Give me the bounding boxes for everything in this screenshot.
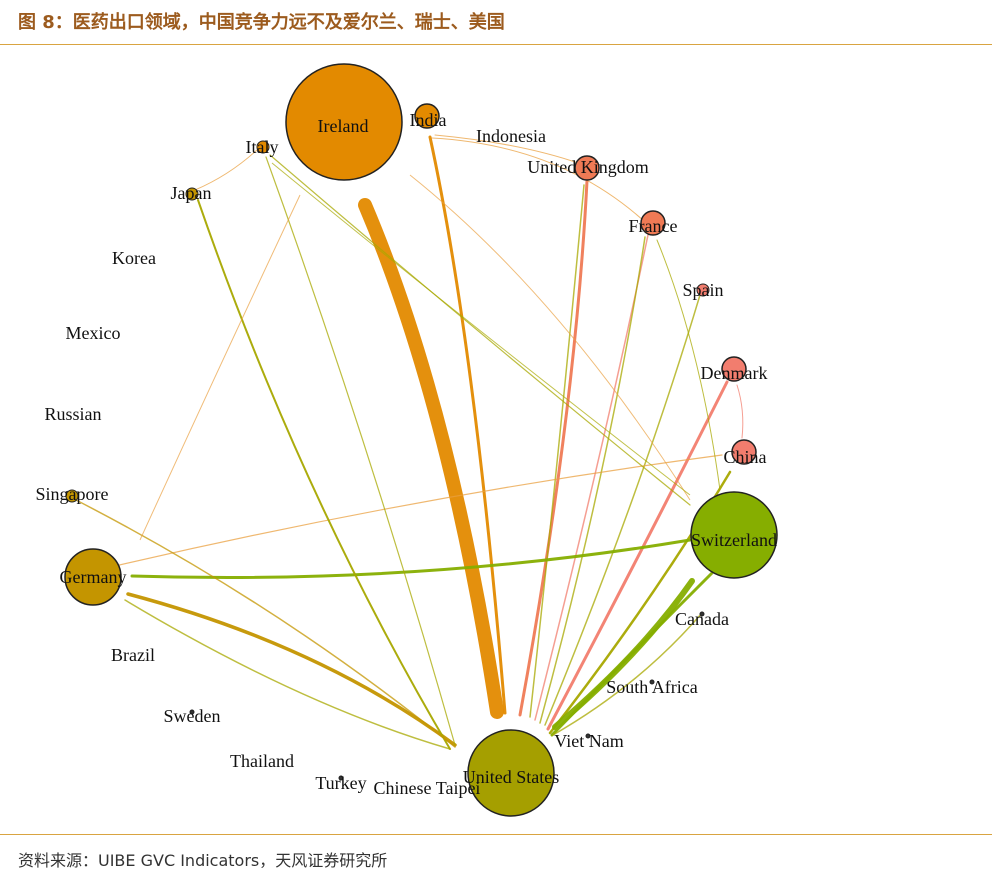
node-label-korea: Korea bbox=[112, 248, 156, 268]
node-label-mexico: Mexico bbox=[66, 323, 121, 343]
edge-background-2 bbox=[271, 162, 691, 496]
node-italy bbox=[256, 140, 270, 154]
node-label-japan: Japan bbox=[171, 183, 212, 203]
node-uk bbox=[574, 155, 600, 181]
source-note: 资料来源：UIBE GVC Indicators，天风证券研究所 bbox=[18, 851, 388, 870]
edge-germany-to-china bbox=[114, 454, 723, 567]
node-south_africa bbox=[649, 679, 655, 685]
node-label-viet_nam: Viet Nam bbox=[554, 731, 623, 751]
node-label-usa: United States bbox=[463, 767, 560, 787]
edge-india-to-uk bbox=[434, 134, 579, 164]
node-label-canada: Canada bbox=[675, 609, 729, 629]
node-label-brazil: Brazil bbox=[111, 645, 155, 665]
node-label-spain: Spain bbox=[682, 280, 723, 300]
edge-ireland-to-usa bbox=[358, 198, 504, 719]
bottom-rule bbox=[0, 834, 992, 835]
edge-denmark-to-usa bbox=[546, 380, 729, 731]
node-ireland bbox=[285, 63, 403, 181]
edge-south_africa-to-usa bbox=[552, 612, 703, 736]
node-denmark bbox=[721, 356, 747, 382]
edges-layer bbox=[75, 134, 744, 750]
edge-canada-to-usa bbox=[552, 578, 695, 730]
node-label-turkey: Turkey bbox=[315, 773, 366, 793]
node-usa bbox=[467, 729, 555, 817]
node-label-france: France bbox=[629, 216, 678, 236]
node-label-china: China bbox=[724, 447, 767, 467]
edge-uk-to-usa bbox=[529, 184, 585, 718]
edge-spain-to-usa bbox=[544, 294, 701, 726]
node-china bbox=[731, 439, 757, 465]
edge-denmark-to-china bbox=[736, 384, 744, 439]
node-label-thailand: Thailand bbox=[230, 751, 294, 771]
node-label-indonesia: Indonesia bbox=[476, 126, 546, 146]
edge-italy-to-usa bbox=[265, 156, 456, 746]
node-viet_nam bbox=[585, 733, 591, 739]
figure-title: 图 8：医药出口领域，中国竞争力远不及爱尔兰、瑞士、美国 bbox=[18, 12, 505, 33]
edge-italy-to-switzerland bbox=[269, 154, 691, 506]
edge-uk-to-usa bbox=[518, 179, 589, 717]
node-label-uk: United Kingdom bbox=[527, 157, 649, 177]
edge-india-to-france bbox=[431, 137, 646, 223]
node-germany bbox=[64, 548, 122, 606]
node-label-ireland: Ireland bbox=[318, 116, 369, 136]
edge-germany-to-usa bbox=[124, 599, 451, 750]
node-label-singapore: Singapore bbox=[36, 484, 109, 504]
edge-japan-to-italy bbox=[194, 148, 259, 191]
edge-germany-to-usa bbox=[126, 592, 457, 747]
node-sweden bbox=[189, 709, 195, 715]
node-label-denmark: Denmark bbox=[701, 363, 768, 383]
edge-background-0 bbox=[409, 174, 691, 501]
node-label-italy: Italy bbox=[246, 137, 279, 157]
node-label-sweden: Sweden bbox=[164, 706, 221, 726]
node-label-switzerland: Switzerland bbox=[691, 530, 777, 550]
edge-india-to-usa bbox=[428, 135, 507, 715]
nodes-layer bbox=[64, 63, 778, 817]
top-rule bbox=[0, 44, 992, 45]
node-label-south_africa: South Africa bbox=[606, 677, 698, 697]
node-spain bbox=[696, 283, 710, 297]
node-label-india: India bbox=[410, 110, 447, 130]
edge-singapore-to-usa bbox=[75, 499, 456, 748]
node-turkey bbox=[338, 775, 344, 781]
edge-france-to-switzerland bbox=[656, 239, 721, 491]
node-france bbox=[640, 210, 666, 236]
node-label-chinese_taipei: Chinese Taipei bbox=[374, 778, 481, 798]
edge-background-1 bbox=[139, 194, 301, 541]
edge-japan-to-usa bbox=[197, 199, 451, 750]
node-japan bbox=[185, 187, 199, 201]
node-label-russian: Russian bbox=[44, 404, 101, 424]
node-canada bbox=[699, 611, 705, 617]
node-label-germany: Germany bbox=[60, 567, 127, 587]
node-india bbox=[414, 103, 440, 129]
node-switzerland bbox=[690, 491, 778, 579]
edge-germany-to-switzerland bbox=[130, 538, 692, 579]
node-singapore bbox=[65, 489, 79, 503]
